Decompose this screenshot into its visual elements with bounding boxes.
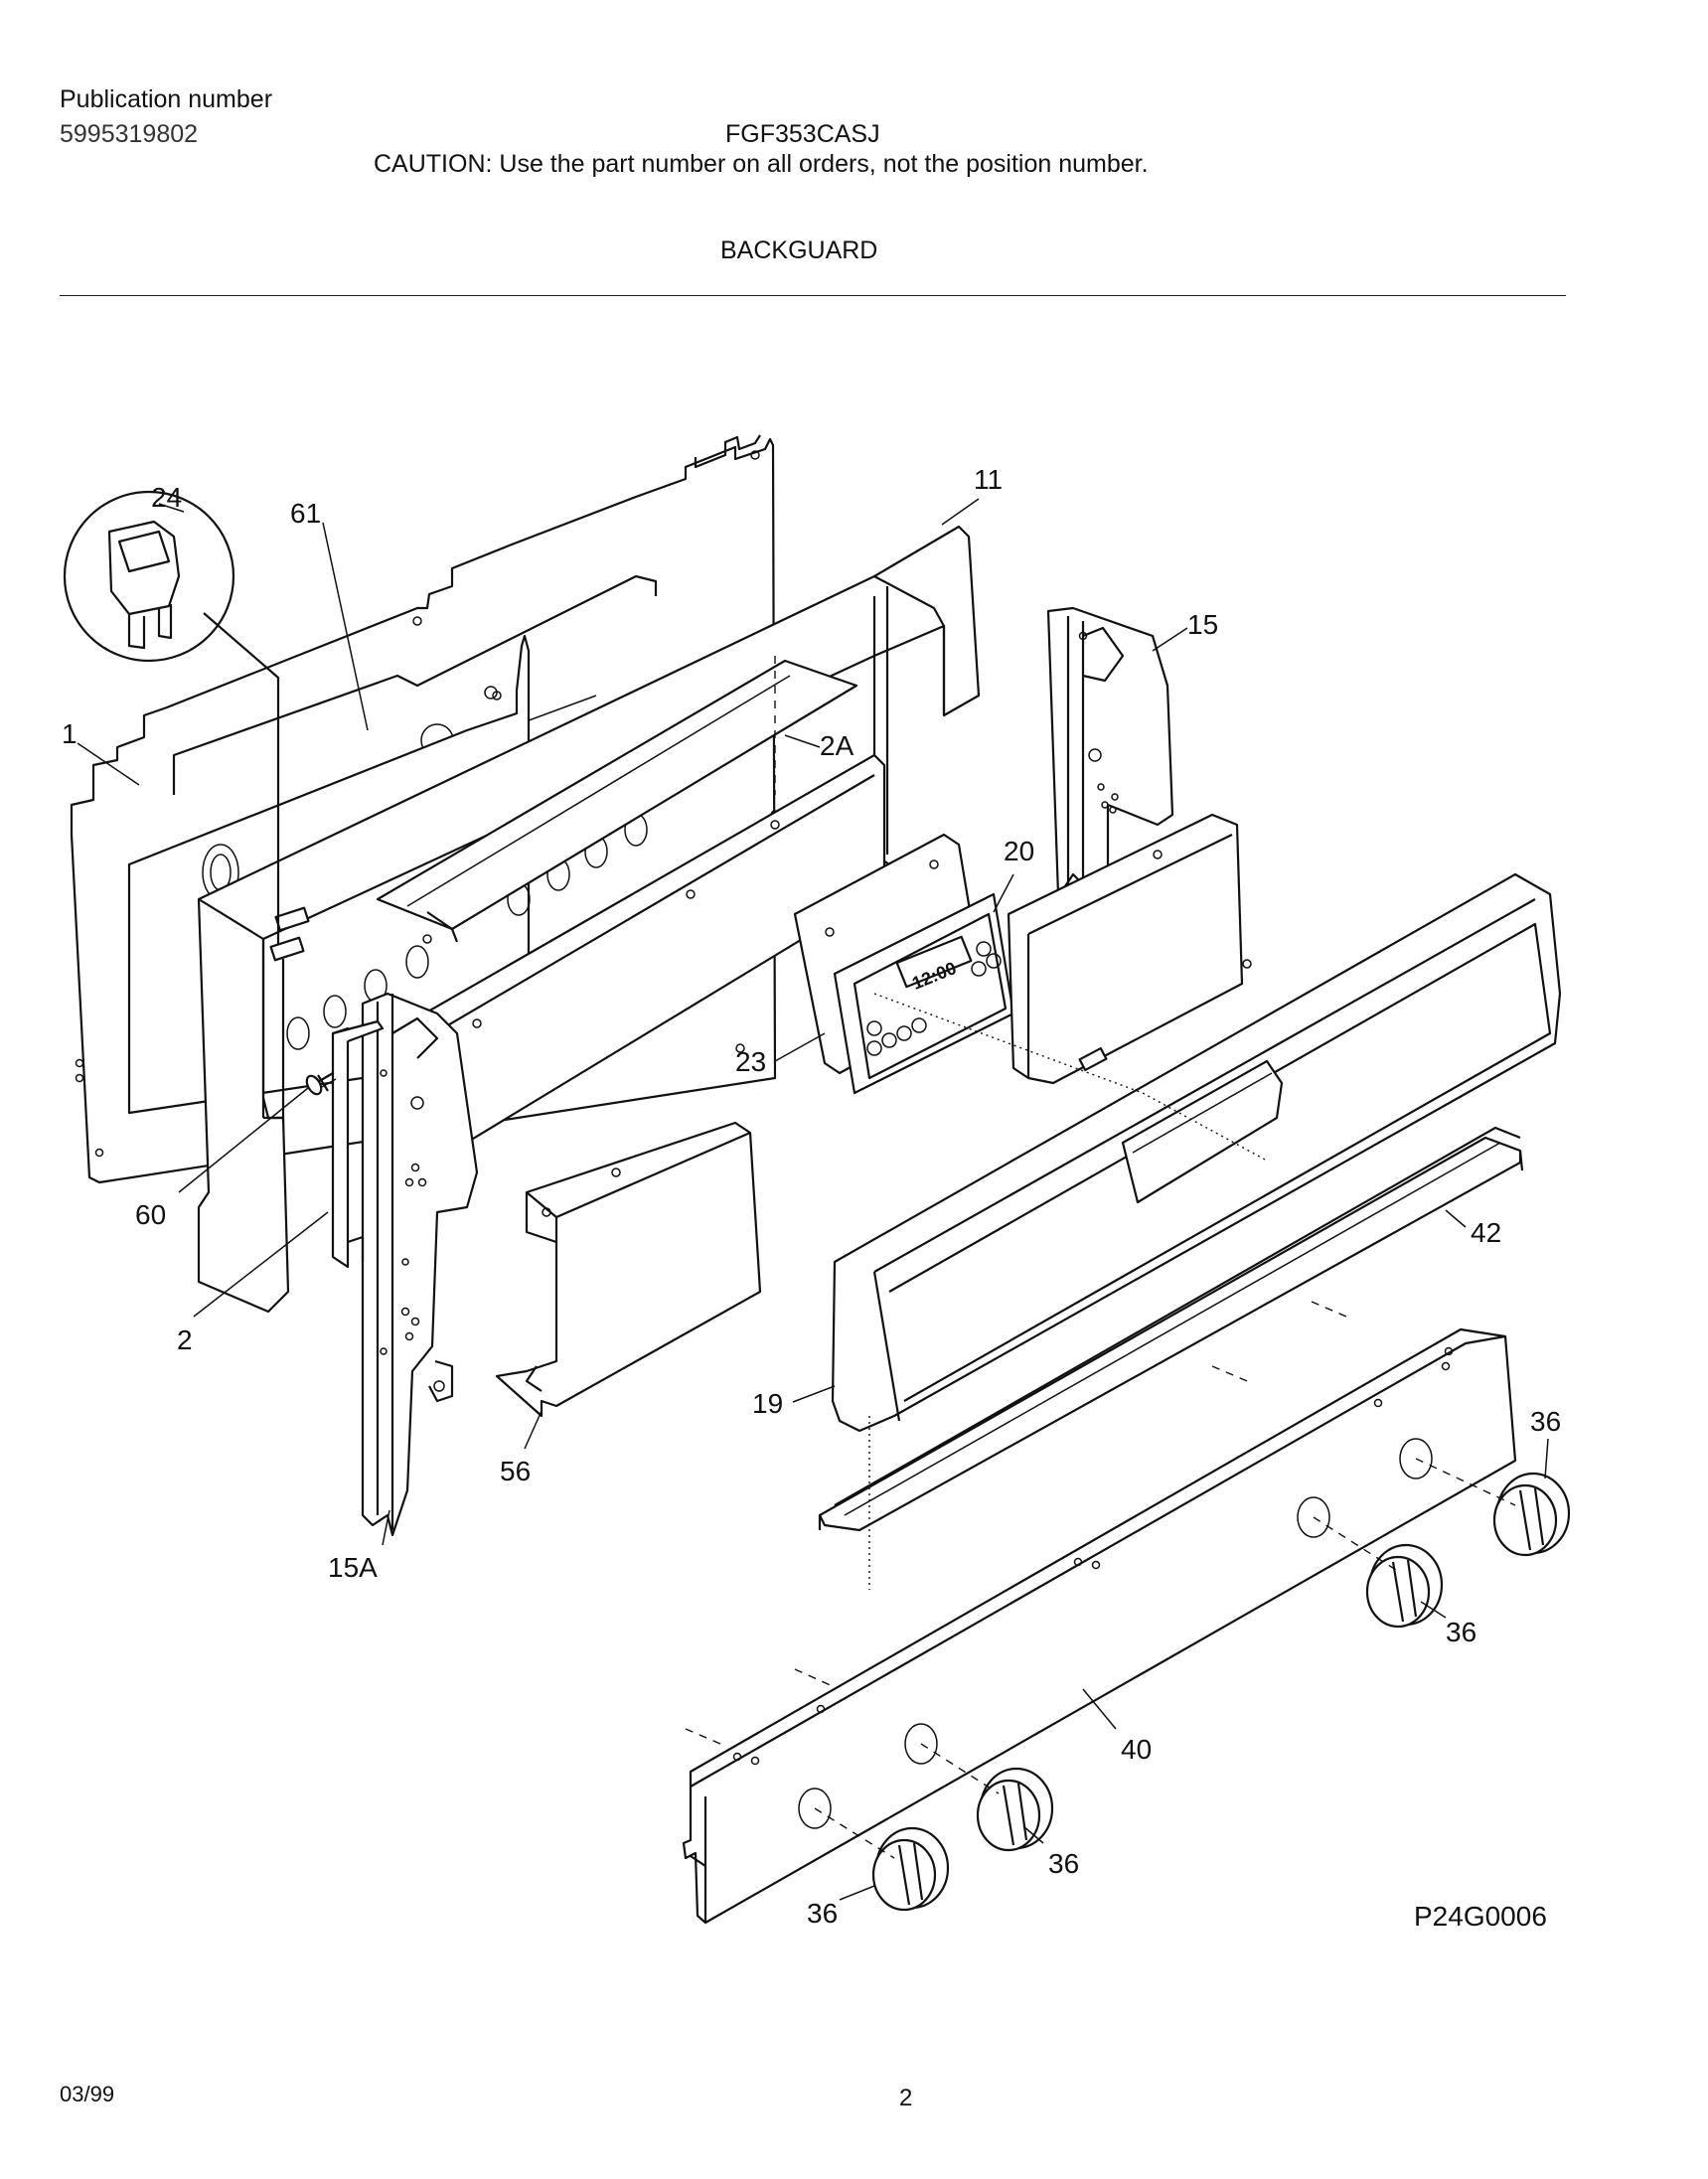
- callout-36-b: 36: [1446, 1617, 1476, 1647]
- part-40-manifold-panel: [682, 1327, 1517, 1925]
- callout-15a: 15A: [328, 1552, 378, 1583]
- callout-19: 19: [752, 1388, 783, 1419]
- callout-2a: 2A: [820, 730, 854, 761]
- footer-page-number: 2: [899, 2085, 913, 2111]
- callout-36-c: 36: [1048, 1848, 1079, 1879]
- callout-60: 60: [135, 1199, 166, 1230]
- part-42-trim-strip: [818, 1126, 1524, 1532]
- publication-number: 5995319802: [60, 120, 199, 148]
- part-24-switch-detail: [63, 490, 305, 962]
- callout-40: 40: [1121, 1734, 1152, 1765]
- part-36-knob-4: [871, 1826, 950, 1912]
- callout-24: 24: [151, 482, 182, 513]
- part-19-control-panel: [831, 872, 1562, 1433]
- part-36-knob-2: [1365, 1543, 1444, 1629]
- callout-1: 1: [62, 718, 78, 749]
- figure-code: P24G0006: [1414, 1901, 1547, 1932]
- callout-56: 56: [500, 1456, 531, 1486]
- callout-61: 61: [290, 498, 321, 529]
- footer-date: 03/99: [60, 2082, 115, 2106]
- callout-36-d: 36: [807, 1898, 838, 1929]
- caution-note: CAUTION: Use the part number on all orde…: [374, 150, 1149, 178]
- alignment-lines: [685, 656, 1516, 1859]
- part-60-screw: [305, 1072, 337, 1096]
- callout-labels: 24 61 1 11 15 2A 20 23 60 2 42 19 56 36 …: [62, 464, 1561, 1929]
- part-56-trim-panel: [495, 1121, 762, 1418]
- callout-11: 11: [974, 464, 1003, 495]
- publication-label: Publication number: [60, 85, 273, 113]
- part-36-knob-3: [976, 1767, 1054, 1852]
- section-title: BACKGUARD: [720, 236, 878, 264]
- callout-15: 15: [1187, 609, 1218, 640]
- callout-42: 42: [1471, 1217, 1501, 1248]
- callout-36-a: 36: [1530, 1406, 1561, 1437]
- header-divider: [60, 295, 1566, 296]
- model-number: FGF353CASJ: [725, 120, 880, 148]
- part-15a-left-end-cap: [361, 992, 479, 1537]
- callout-20: 20: [1004, 836, 1034, 866]
- callout-23: 23: [735, 1046, 766, 1077]
- part-2a-deflector: [376, 659, 858, 943]
- part-36-knob-1: [1492, 1472, 1571, 1557]
- part-right-side-panel: [1007, 813, 1252, 1085]
- part-15-right-end-cap: [1046, 606, 1174, 896]
- part-20-clock-control: 12:00: [793, 833, 1015, 1095]
- leader-lines: [77, 498, 1549, 1901]
- part-2-left-bracket: [331, 1019, 385, 1269]
- callout-2: 2: [177, 1324, 193, 1355]
